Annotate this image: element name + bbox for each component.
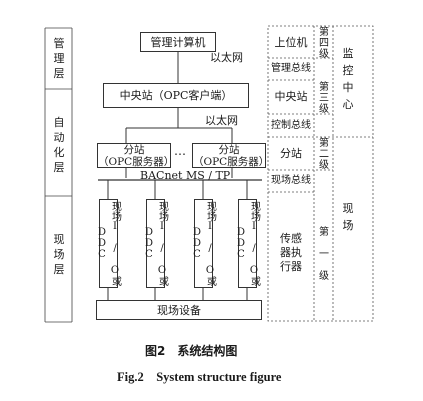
management-computer-node: 管理计算机	[140, 32, 216, 52]
layer-label-field: 现场层	[53, 233, 65, 276]
substation-2-title: 分站	[218, 143, 240, 156]
side-row-upper-computer: 上位机	[274, 36, 308, 49]
side-row-substation: 分站	[280, 147, 302, 160]
side-row-management-bus: 管理总线	[271, 63, 311, 74]
side-group-monitoring-center: 监控中心	[342, 47, 354, 111]
substation-node-2: 分站 （OPC服务器）	[192, 143, 270, 168]
layer-label-automation: 自动化层	[53, 116, 65, 174]
ddc-box-3-label: 现场I / O或DDC	[191, 201, 216, 286]
central-station-node: 中央站（OPC客户端）	[103, 83, 249, 108]
substation-ellipsis: …	[174, 144, 186, 158]
side-level-2: 第二级	[319, 138, 329, 171]
side-group-field: 现场	[342, 202, 354, 232]
substation-1-subtitle: （OPC服务器）	[98, 155, 175, 168]
side-row-field-bus: 现场总线	[271, 175, 311, 186]
substation-node-1: 分站 （OPC服务器）	[97, 143, 175, 168]
ddc-box-1: 现场I / O或DDC	[97, 199, 121, 288]
side-level-1: 第一级	[319, 227, 329, 282]
ddc-box-4: 现场I / O或DDC	[236, 199, 260, 288]
figure-caption-en: Fig.2 System structure figure	[117, 370, 282, 384]
ddc-box-2: 现场I / O或DDC	[144, 199, 168, 288]
ddc-box-1-label: 现场I / O或DDC	[96, 201, 121, 286]
ethernet-label-2: 以太网	[205, 114, 238, 127]
side-row-sensor-actuator: 传感器执行器	[280, 232, 302, 273]
side-table-frame	[267, 25, 374, 322]
substation-2-subtitle: （OPC服务器）	[193, 155, 270, 168]
ddc-box-4-label: 现场I / O或DDC	[235, 201, 260, 286]
side-row-central-station: 中央站	[274, 90, 308, 103]
management-computer-label: 管理计算机	[150, 35, 206, 49]
ddc-box-3: 现场I / O或DDC	[192, 199, 216, 288]
substation-1-title: 分站	[123, 143, 145, 156]
bacnet-label: BACnet MS / TP	[140, 169, 231, 182]
ddc-box-2-label: 现场I / O或DDC	[143, 201, 168, 286]
ethernet-label-1: 以太网	[210, 51, 243, 64]
field-equipment-label: 现场设备	[157, 303, 201, 317]
side-level-3: 第三级	[319, 82, 329, 115]
layer-label-management: 管理层	[53, 37, 65, 80]
field-equipment-node: 现场设备	[96, 300, 262, 320]
side-level-4: 第四级	[319, 27, 329, 60]
central-station-label: 中央站（OPC客户端）	[119, 89, 233, 102]
figure-caption-cn: 图2 系统结构图	[145, 344, 238, 358]
side-row-control-bus: 控制总线	[271, 120, 311, 131]
